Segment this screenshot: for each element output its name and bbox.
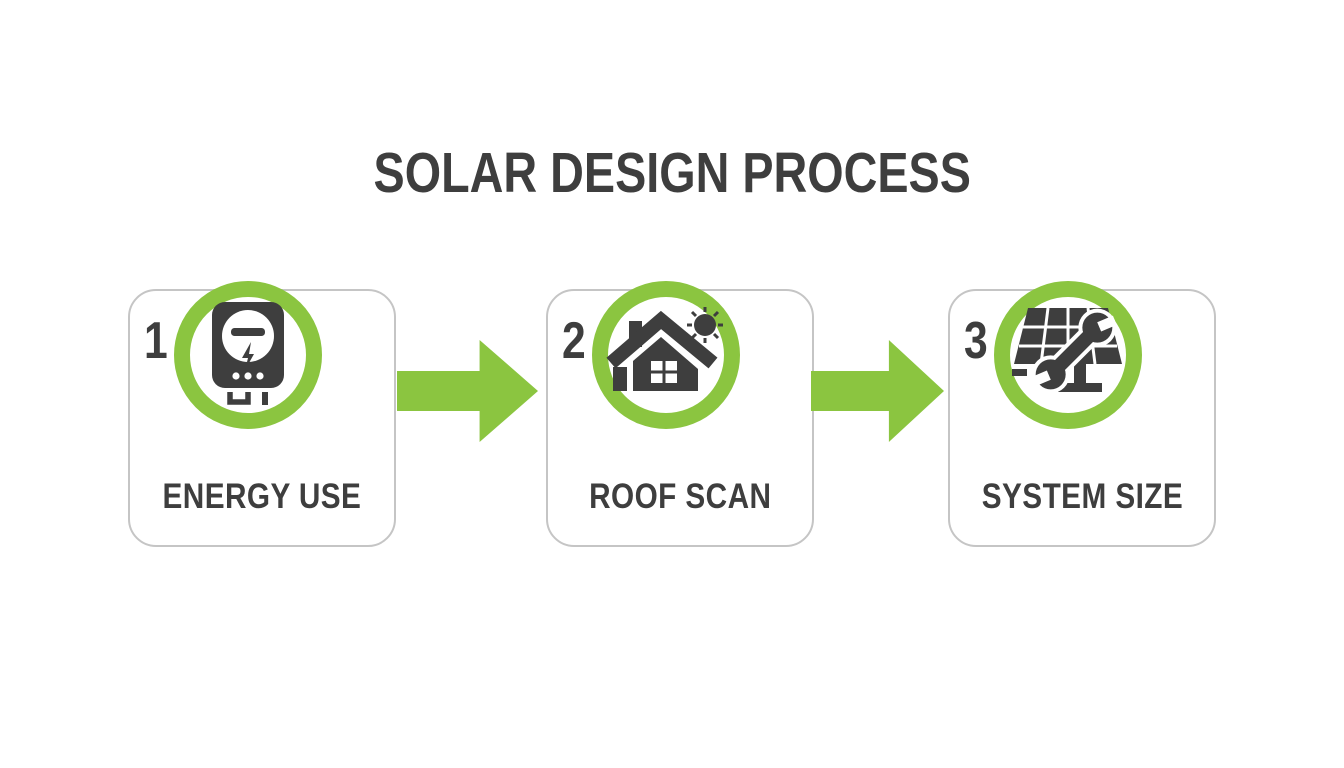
- step-card-roof-scan: 2: [546, 281, 814, 547]
- step-number: 1: [144, 312, 168, 370]
- page-title: SOLAR DESIGN PROCESS: [0, 140, 1344, 206]
- step-circle: [592, 281, 740, 429]
- step-number: 2: [562, 312, 586, 370]
- step-card-energy-use: 1 ENERGY USE: [128, 281, 396, 547]
- step-card-system-size: 3: [948, 281, 1216, 547]
- step-circle: [994, 281, 1142, 429]
- solar-panel-wrench-icon: [1012, 306, 1124, 405]
- step-label: ROOF SCAN: [588, 477, 772, 516]
- step-circle: [174, 281, 322, 429]
- arrow-right-icon: [397, 340, 538, 442]
- step-label: ENERGY USE: [162, 477, 362, 516]
- electric-meter-icon: [206, 300, 290, 411]
- step-number: 3: [964, 312, 988, 370]
- step-label: SYSTEM SIZE: [981, 477, 1183, 516]
- house-sun-icon: [603, 303, 729, 408]
- page-title-text: SOLAR DESIGN PROCESS: [373, 141, 971, 205]
- arrow-right-icon: [811, 340, 944, 442]
